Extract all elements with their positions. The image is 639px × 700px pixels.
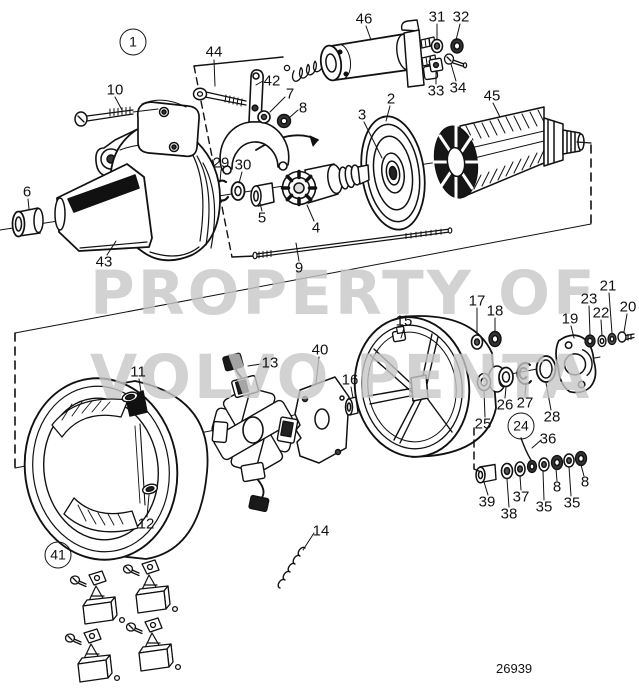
- callout-1: 1: [119, 28, 147, 56]
- callout-27: 27: [516, 394, 534, 412]
- nut-31: [432, 40, 443, 53]
- spacer-row: [476, 452, 587, 483]
- callout-16: 16: [341, 371, 359, 389]
- callout-7: 7: [285, 85, 295, 103]
- bushing-39: [476, 465, 496, 483]
- callout-25: 25: [474, 415, 492, 433]
- nut-32: [451, 39, 463, 53]
- callout-34: 34: [449, 79, 467, 97]
- callout-11: 11: [130, 363, 146, 381]
- callout-46: 46: [355, 10, 373, 28]
- housing-hole-bottom: [142, 483, 159, 496]
- callout-4: 4: [311, 219, 321, 237]
- washer-26: [499, 368, 513, 387]
- callout-30: 30: [234, 156, 252, 174]
- callout-18: 18: [486, 302, 504, 320]
- callout-32: 32: [452, 8, 470, 26]
- solenoid: [284, 20, 438, 87]
- bushing-6: [13, 208, 44, 237]
- callout-36: 36: [539, 430, 557, 448]
- screw-34: [445, 54, 467, 68]
- callout-33: 33: [427, 82, 445, 100]
- ring-28: [537, 356, 556, 382]
- callout-8: 8: [552, 478, 562, 496]
- callout-20: 20: [619, 298, 637, 316]
- callout-26: 26: [496, 396, 514, 414]
- terminal-33: [429, 58, 443, 72]
- washer-37: [515, 462, 525, 476]
- leader-lines: [28, 24, 627, 550]
- callout-31: 31: [428, 8, 446, 26]
- washer-36: [528, 461, 537, 473]
- washer-30: [232, 182, 245, 200]
- callout-15: 15: [395, 312, 413, 330]
- callout-19: 19: [561, 310, 579, 328]
- callout-3: 3: [357, 106, 367, 124]
- callout-8: 8: [298, 99, 308, 117]
- callout-6: 6: [22, 183, 32, 201]
- nut-8-upper: [278, 115, 291, 128]
- nut-8a: [552, 456, 563, 470]
- callout-43: 43: [95, 253, 113, 271]
- gasket-40: [295, 377, 349, 463]
- callout-2: 2: [386, 90, 396, 108]
- callout-38: 38: [500, 505, 518, 523]
- lock-ring-27: [517, 363, 531, 384]
- callout-39: 39: [478, 493, 496, 511]
- callout-10: 10: [106, 81, 124, 99]
- bolt-10: [75, 107, 158, 126]
- callout-12: 12: [137, 515, 155, 533]
- drawing-number: 26939: [496, 661, 533, 676]
- callout-5: 5: [257, 209, 267, 227]
- callout-21: 21: [599, 277, 617, 295]
- callout-42: 42: [263, 72, 281, 90]
- callout-35: 35: [563, 494, 581, 512]
- ring-16: [346, 397, 359, 415]
- callout-28: 28: [543, 408, 561, 426]
- washer-17: [472, 335, 483, 349]
- end-shield-drum: [346, 310, 507, 465]
- drive-end-housing: [55, 100, 220, 260]
- bolt-44: [194, 88, 247, 106]
- bushing-5: [251, 183, 274, 206]
- nut-8b: [576, 452, 587, 466]
- callout-37: 37: [512, 488, 530, 506]
- callout-24: 24: [507, 412, 535, 440]
- housing-hole-top: [121, 390, 139, 403]
- rotation-arrow: [256, 135, 318, 150]
- callout-45: 45: [483, 87, 501, 105]
- callout-41: 41: [44, 541, 72, 569]
- washer-35a: [539, 458, 549, 471]
- screw-20: [618, 332, 634, 342]
- brush-holder: [211, 353, 298, 512]
- armature: [430, 107, 584, 201]
- callout-40: 40: [311, 341, 329, 359]
- callout-35: 35: [535, 498, 553, 516]
- callout-17: 17: [468, 292, 486, 310]
- callout-23: 23: [580, 290, 598, 308]
- callout-9: 9: [294, 259, 304, 277]
- solenoid-spring: [284, 58, 323, 81]
- drive-pinion: [283, 164, 370, 205]
- callout-8: 8: [580, 473, 590, 491]
- callout-22: 22: [592, 304, 610, 322]
- explode-bracket-upper: [194, 57, 283, 257]
- stator-housing: [13, 368, 207, 569]
- spring-14: [278, 547, 305, 588]
- tie-rod: [253, 228, 452, 259]
- washer-21: [608, 334, 616, 345]
- callout-13: 13: [261, 354, 279, 372]
- washer-25: [478, 374, 491, 391]
- callout-14: 14: [312, 522, 330, 540]
- callout-44: 44: [205, 43, 223, 61]
- end-cap-19: [553, 332, 599, 395]
- explode-link-lines: [15, 142, 591, 472]
- washer-7: [258, 111, 270, 123]
- callout-29: 29: [212, 154, 230, 172]
